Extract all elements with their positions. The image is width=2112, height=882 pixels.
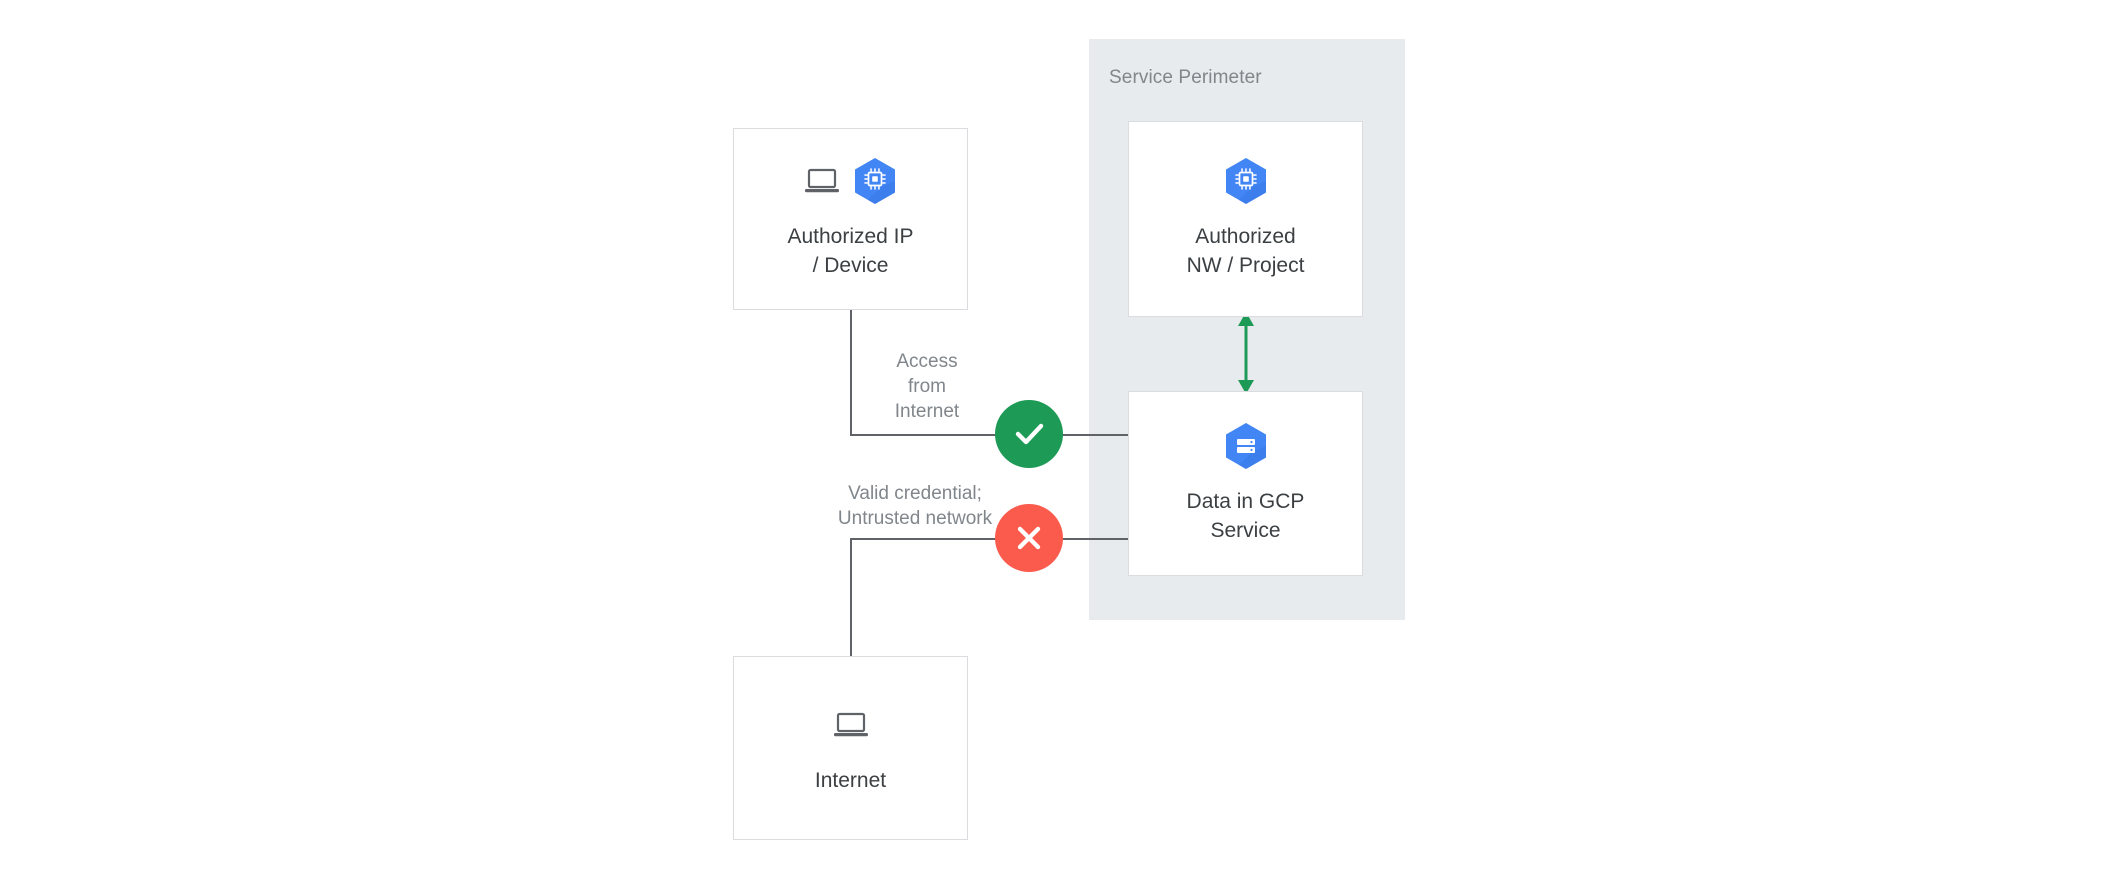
node-label-internet: Internet [814,768,887,792]
connector-line-deny-to-data [1062,538,1129,540]
edge-label-valid-credential-untrusted-network: Valid credential; Untrusted network [837,483,993,529]
icon-row [833,702,868,748]
double-arrow-icon [1238,312,1254,394]
node-label-authorized-ip-device: Authorized IP / Device [787,225,914,277]
icon-row [1224,422,1268,469]
node-authorized-nw-project[interactable]: Authorized NW / Project [1128,121,1363,317]
laptop-icon [804,168,839,193]
icon-row [1224,158,1268,204]
connector-line-access-horizontal [850,434,1029,436]
compute-engine-hexagon-icon [854,158,895,204]
connector-line-access-vertical [850,310,852,436]
node-label-data-in-gcp-service: Data in GCP Service [1186,489,1305,542]
close-icon [1017,526,1041,550]
node-label-authorized-nw-project: Authorized NW / Project [1186,225,1305,277]
connector-line-access-to-data [1062,434,1129,436]
cloud-storage-hexagon-icon [1225,422,1266,469]
connector-line-deny-horizontal [850,538,1029,540]
service-perimeter-label: Service Perimeter [1109,67,1262,88]
laptop-icon [833,712,868,736]
icon-row [804,158,897,204]
status-badge-denied [995,504,1063,572]
status-badge-allowed [995,400,1063,468]
edge-label-access-from-internet: Access from Internet [894,351,960,422]
compute-engine-hexagon-icon [1225,158,1266,204]
node-authorized-ip-device[interactable]: Authorized IP / Device [733,128,968,310]
node-internet[interactable]: Internet [733,656,968,840]
node-data-in-gcp-service[interactable]: Data in GCP Service [1128,391,1363,576]
connector-line-deny-vertical [850,538,852,656]
check-icon [1015,423,1044,445]
